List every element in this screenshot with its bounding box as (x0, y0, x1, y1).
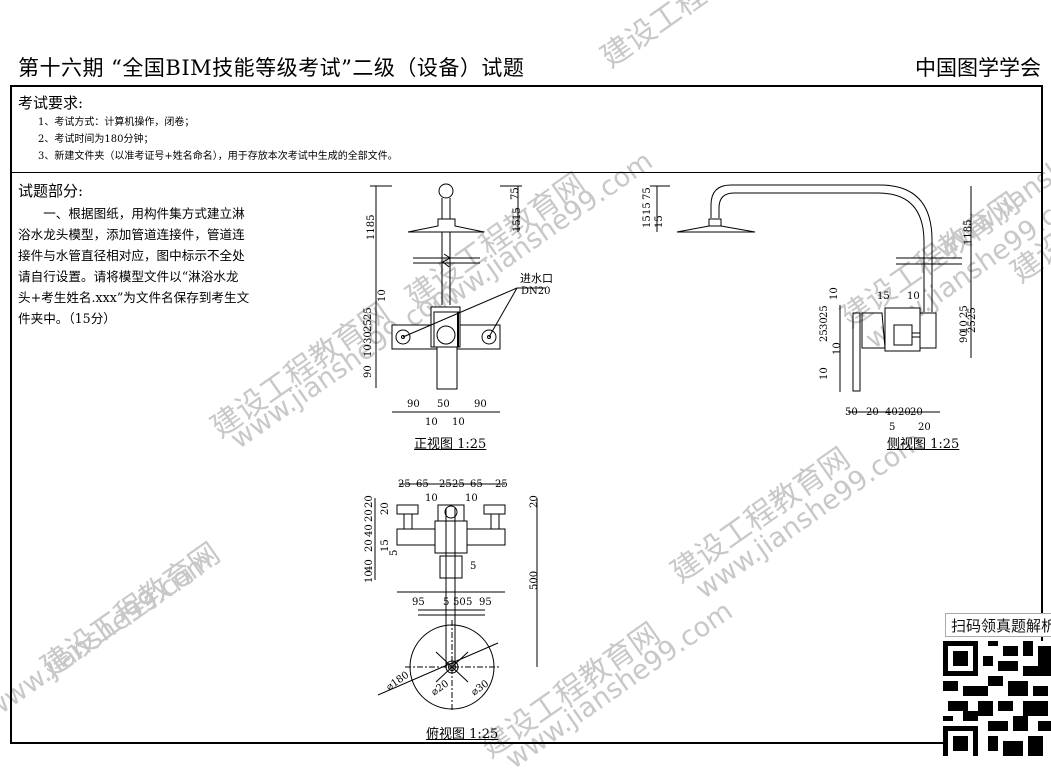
dimension-label: 5 (470, 561, 477, 572)
dimension-label: 25 (439, 479, 452, 490)
side-view-title: 侧视图 1:25 (887, 437, 960, 452)
dimension-label: 25 (819, 305, 830, 318)
dimension-label: 5 (889, 422, 896, 433)
dimension-label: 500 (529, 570, 540, 590)
top-view-drawing (374, 483, 538, 712)
side-view-drawing (650, 184, 972, 413)
dimension-label: 50 (453, 597, 466, 608)
dimension-label: 15 (877, 291, 890, 302)
dimension-label: 5 (466, 597, 473, 608)
dimension-label: 5 (389, 549, 400, 556)
dimension-label: 25 (967, 320, 978, 333)
front-view-drawing (370, 183, 545, 413)
requirement-item: 3、新建文件夹（以准考证号+姓名命名），用于存放本次考试中生成的全部文件。 (38, 151, 398, 162)
dimension-label: 25 (363, 307, 374, 320)
question-text: 一、根据图纸，用构件集方式建立淋浴水龙头模型，添加管道连接件，管道连接件与水管直… (18, 203, 250, 329)
dimension-label: 10 (425, 417, 438, 428)
dimension-label: 10 (819, 367, 830, 380)
dimension-label: 20 (380, 502, 391, 515)
qr-label: 扫码领真题解析 (945, 613, 1051, 637)
dimension-label: 10 (425, 493, 438, 504)
dimension-label: 20 (918, 422, 931, 433)
dimension-label: 90 (363, 365, 374, 378)
dimension-label: 30 (363, 331, 374, 344)
dimension-label: 15 (512, 207, 523, 220)
dimension-label: 65 (416, 479, 429, 490)
section-divider (10, 172, 1043, 173)
dimension-label: 10 (832, 342, 843, 355)
dimension-label: 5 (443, 597, 450, 608)
dimension-label: 10 (377, 289, 388, 302)
dimension-label: 75 (510, 187, 521, 200)
dimension-label: 1185 (963, 219, 974, 245)
requirements-heading: 考试要求: (18, 94, 84, 112)
dimension-label: 10 (363, 344, 374, 357)
inlet-label: 进水口 (520, 272, 553, 285)
dimension-label: 25 (967, 307, 978, 320)
dimension-label: 25 (398, 479, 411, 490)
inlet-size-label: DN20 (521, 286, 551, 297)
dimension-label: 25 (363, 319, 374, 332)
requirement-item: 2、考试时间为180分钟； (38, 134, 154, 145)
dimension-label: 10 (465, 493, 478, 504)
dimension-label: 10 (364, 570, 375, 583)
dimension-label: 90 (407, 399, 420, 410)
technical-drawing (370, 183, 972, 712)
qr-code-image[interactable] (943, 640, 1051, 757)
dimension-label: 25 (452, 479, 465, 490)
dimension-label: 20 (364, 539, 375, 552)
dimension-label: 20 (910, 407, 923, 418)
dimension-label: 10 (829, 287, 840, 300)
requirement-item: 1、考试方式：计算机操作，闭卷； (38, 117, 195, 128)
organization-name: 中国图学学会 (915, 56, 1041, 80)
dimension-label: 95 (412, 597, 425, 608)
dimension-label: 20 (898, 407, 911, 418)
dimension-label: 30 (819, 317, 830, 330)
requirements-list: 1、考试方式：计算机操作，闭卷； 2、考试时间为180分钟； 3、新建文件夹（以… (38, 114, 398, 165)
dimension-label: 20 (529, 495, 540, 508)
dimension-label: 10 (452, 417, 465, 428)
dimension-label: 50 (845, 407, 858, 418)
dimension-label: 40 (885, 407, 898, 418)
dimension-label: 25 (495, 479, 508, 490)
dimension-label: 65 (470, 479, 483, 490)
dimension-label: 90 (474, 399, 487, 410)
dimension-label: 50 (437, 399, 450, 410)
dimension-label: 20 (364, 495, 375, 508)
dimension-label: 15 (654, 215, 665, 228)
dimension-label: 1185 (366, 214, 377, 240)
question-paragraph: 一、根据图纸，用构件集方式建立淋浴水龙头模型，添加管道连接件，管道连接件与水管直… (18, 206, 250, 326)
dimension-label: 75 (642, 187, 653, 200)
dimension-label: 95 (479, 597, 492, 608)
top-view-title: 俯视图 1:25 (426, 727, 499, 742)
question-heading: 试题部分: (18, 182, 84, 200)
dimension-label: 20 (364, 509, 375, 522)
dimension-label: 15 (512, 219, 523, 232)
dimension-label: 20 (866, 407, 879, 418)
exam-frame (10, 85, 1043, 744)
dimension-label: 15 (642, 202, 653, 215)
front-view-title: 正视图 1:25 (414, 437, 487, 452)
dimension-label: 10 (907, 291, 920, 302)
page-title: 第十六期 “全国BIM技能等级考试”二级（设备）试题 (18, 56, 525, 80)
dimension-label: 40 (364, 524, 375, 537)
dimension-label: 25 (819, 329, 830, 342)
dimension-label: 15 (642, 215, 653, 228)
